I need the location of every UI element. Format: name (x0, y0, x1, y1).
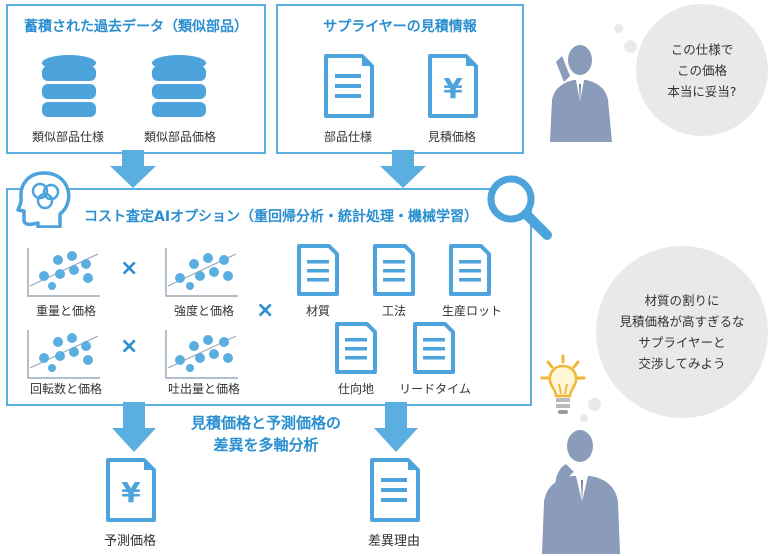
document-icon (449, 244, 491, 296)
cross-symbol: × (256, 298, 275, 323)
scatter-chart-icon (165, 248, 238, 297)
database-icon (42, 55, 96, 117)
ai-option-title: コスト査定AIオプション（重回帰分析・統計処理・機械学習） (84, 209, 479, 225)
scatter-chart-icon (27, 248, 100, 297)
arrow-down-icon (380, 150, 426, 188)
database-icon (152, 55, 206, 117)
lightbulb-icon (540, 354, 586, 414)
svg-text:¥: ¥ (443, 72, 463, 105)
document-icon (335, 322, 377, 374)
factor-method-label: 工法 (381, 304, 406, 318)
thought-dot (588, 398, 601, 411)
bubble2-line: サプライヤーと (638, 335, 726, 350)
thought-bubble-1: この仕様で この価格 本当に妥当? (636, 4, 768, 136)
similar-part-price-label: 類似部品価格 (143, 130, 216, 144)
thought-dot (614, 24, 623, 33)
bubble1-line: この仕様で (670, 41, 734, 57)
bubble2-line: 見積価格が高すぎるな (619, 314, 745, 329)
analysis-line-2: 差異を多軸分析 (213, 436, 319, 454)
bubble1-line: この価格 (676, 62, 727, 78)
predicted-price-label: 予測価格 (103, 534, 156, 549)
arrow-down-icon (110, 150, 156, 188)
brain-head-icon (16, 171, 71, 228)
thought-bubble-2: 材質の割りに 見積価格が高すぎるな サプライヤーと 交渉してみよう (596, 246, 768, 418)
factor-destination-label: 仕向地 (337, 382, 374, 396)
document-icon (370, 458, 420, 522)
past-data-box: 蓄積された過去データ（類似部品） 類似部品仕様 類似部品価格 (6, 4, 266, 154)
cross-symbol: × (120, 256, 139, 281)
scatter-chart-icon (165, 330, 238, 379)
document-icon (373, 244, 415, 296)
yen-document-icon: ¥ (106, 458, 156, 522)
svg-text:¥: ¥ (121, 476, 141, 509)
factor-leadtime-label: リードタイム (399, 382, 471, 396)
analysis-line-1: 見積価格と予測価格の (190, 414, 341, 432)
arrow-down-icon (112, 402, 156, 452)
difference-reason-label: 差異理由 (367, 534, 420, 549)
part-spec-label: 部品仕様 (323, 130, 372, 144)
businessman-phone-icon (550, 45, 612, 142)
cross-symbol: × (120, 334, 139, 359)
scatter-chart-icon (27, 330, 100, 379)
businessman-thinking-icon (542, 430, 620, 554)
past-data-title: 蓄積された過去データ（類似部品） (24, 19, 248, 35)
thought-dot (624, 40, 637, 53)
chart-label-discharge: 吐出量と価格 (167, 382, 240, 396)
quote-price-label: 見積価格 (427, 130, 476, 144)
chart-label-weight: 重量と価格 (35, 304, 96, 318)
document-icon (324, 54, 374, 118)
factor-lot-label: 生産ロット (441, 304, 502, 318)
magnifier-icon (487, 175, 552, 240)
bubble2-line: 交渉してみよう (638, 356, 726, 371)
analysis-text: 見積価格と予測価格の 差異を多軸分析 (166, 412, 366, 456)
thought-dot (580, 414, 588, 422)
bubble1-line: 本当に妥当? (667, 83, 737, 99)
document-icon (413, 322, 455, 374)
chart-label-rotation: 回転数と価格 (29, 382, 102, 396)
document-icon (297, 244, 339, 296)
factor-material-label: 材質 (305, 304, 330, 318)
supplier-title: サプライヤーの見積情報 (323, 19, 477, 35)
similar-part-spec-label: 類似部品仕様 (31, 130, 104, 144)
supplier-box: サプライヤーの見積情報 ¥ 部品仕様 見積価格 (276, 4, 524, 154)
arrow-down-icon (374, 402, 418, 452)
yen-document-icon: ¥ (428, 54, 478, 118)
bubble2-line: 材質の割りに (644, 293, 720, 308)
chart-label-strength: 強度と価格 (173, 304, 234, 318)
